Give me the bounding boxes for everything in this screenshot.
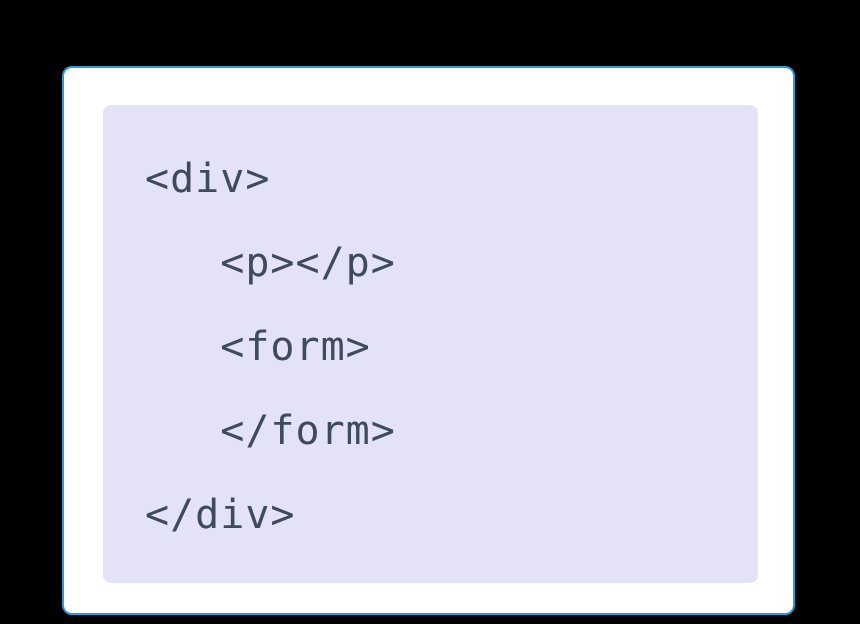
code-card: <div> <p></p> <form> </form> </div> — [62, 66, 795, 615]
code-line: <div> — [145, 156, 271, 202]
code-snippet-block: <div> <p></p> <form> </form> </div> — [103, 105, 758, 583]
code-line: <form> — [145, 324, 371, 370]
code-line: </form> — [145, 408, 396, 454]
code-line: <p></p> — [145, 240, 396, 286]
code-line: </div> — [145, 492, 296, 538]
